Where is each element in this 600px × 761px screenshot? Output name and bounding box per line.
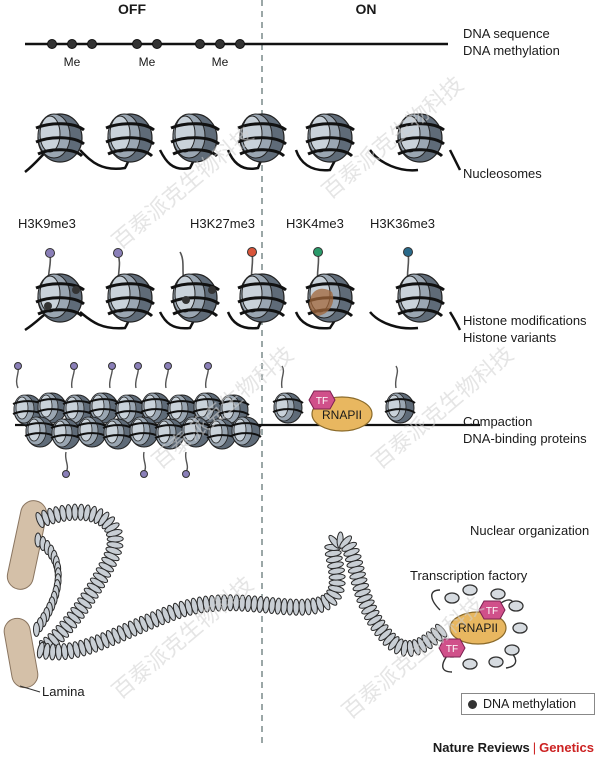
fiber-nucleosome — [286, 598, 294, 616]
fiber-nucleosome — [435, 623, 448, 638]
off-header: OFF — [118, 1, 146, 17]
journal-footer: Nature Reviews|Genetics — [433, 740, 594, 755]
nucleosome — [394, 272, 446, 324]
journal-name: Nature Reviews — [432, 740, 530, 755]
label-transcription-factory: Transcription factory — [410, 568, 528, 583]
methyl-dot — [235, 39, 245, 49]
nuclear-organization-row: Lamina RNAPII TF TF — [3, 500, 528, 699]
h3k4me3-mark — [313, 247, 323, 257]
label-h3k4me3: H3K4me3 — [286, 216, 344, 231]
on-header: ON — [356, 1, 377, 17]
me-label: Me — [212, 55, 229, 69]
label-histone-variants: Histone variants — [463, 330, 557, 345]
h3k9me3-mark — [45, 248, 55, 258]
methyl-dot — [215, 39, 225, 49]
fiber-nucleosome — [55, 643, 63, 661]
fiber-nucleosome — [292, 598, 300, 616]
fiber-nucleosome — [106, 535, 124, 543]
methyl-dot — [44, 302, 52, 310]
nucleosome — [104, 272, 156, 324]
fiber-nucleosome — [280, 598, 288, 616]
fiber-nucleosome — [32, 621, 40, 637]
histone-variant-patch — [309, 288, 334, 316]
transcription-factory: RNAPII TF TF — [431, 584, 528, 673]
label-nuclear-organization: Nuclear organization — [470, 523, 589, 538]
lamina-label: Lamina — [42, 684, 85, 699]
compact-chromatin-fiber — [12, 362, 262, 478]
label-dna-sequence: DNA sequence — [463, 26, 550, 41]
compaction-row: RNAPII TF — [12, 362, 480, 478]
label-h3k36me3: H3K36me3 — [370, 216, 435, 231]
methyl-dot — [182, 296, 190, 304]
dna-sequence-row: Me Me Me — [25, 39, 448, 69]
histone-modifications-row — [24, 247, 462, 332]
methyl-dot — [87, 39, 97, 49]
label-dna-binding-proteins: DNA-binding proteins — [463, 431, 587, 446]
label-h3k27me3: H3K27me3 — [190, 216, 255, 231]
h3k9me3-mark — [113, 248, 123, 258]
methyl-dot — [67, 39, 77, 49]
methylation-dot-icon — [468, 699, 477, 709]
rnapii-factory — [449, 611, 507, 645]
tf-label: TF — [446, 644, 458, 655]
lamina-bar — [6, 500, 48, 590]
tf-label: TF — [486, 606, 498, 617]
lamina-bar — [3, 617, 39, 689]
nucleosome — [169, 272, 221, 324]
label-compaction: Compaction — [463, 414, 532, 429]
journal-section: Genetics — [539, 740, 594, 755]
fiber-nucleosome — [298, 598, 306, 616]
h3k27me3-mark — [247, 247, 257, 257]
nucleosome — [304, 112, 356, 164]
nucleosome — [104, 112, 156, 164]
label-histone-modifications: Histone modifications — [463, 313, 587, 328]
label-dna-methylation: DNA methylation — [463, 43, 560, 58]
nucleosome — [272, 392, 304, 424]
me-label: Me — [64, 55, 81, 69]
chromatin-fiber — [32, 503, 448, 661]
label-h3k9me3: H3K9me3 — [18, 216, 76, 231]
methyl-dot — [72, 286, 80, 294]
methyl-dot — [208, 286, 216, 294]
label-nucleosomes: Nucleosomes — [463, 166, 542, 181]
footer-separator: | — [532, 740, 537, 755]
fiber-nucleosome — [71, 503, 79, 521]
nucleosome — [236, 272, 288, 324]
fiber-nucleosome — [328, 579, 346, 587]
methyl-dot — [195, 39, 205, 49]
tf-label: TF — [316, 396, 328, 407]
h3k36me3-mark — [403, 247, 413, 257]
methylation-legend: DNA methylation — [461, 693, 595, 715]
methyl-dot — [132, 39, 142, 49]
me-label: Me — [139, 55, 156, 69]
rnapii-label: RNAPII — [322, 408, 362, 422]
methyl-dot — [152, 39, 162, 49]
nucleosomes-row — [24, 112, 462, 173]
rnapii-factory-label: RNAPII — [458, 621, 498, 635]
fiber-nucleosome — [49, 643, 57, 661]
legend-label: DNA methylation — [483, 697, 577, 711]
methyl-dot — [47, 39, 57, 49]
